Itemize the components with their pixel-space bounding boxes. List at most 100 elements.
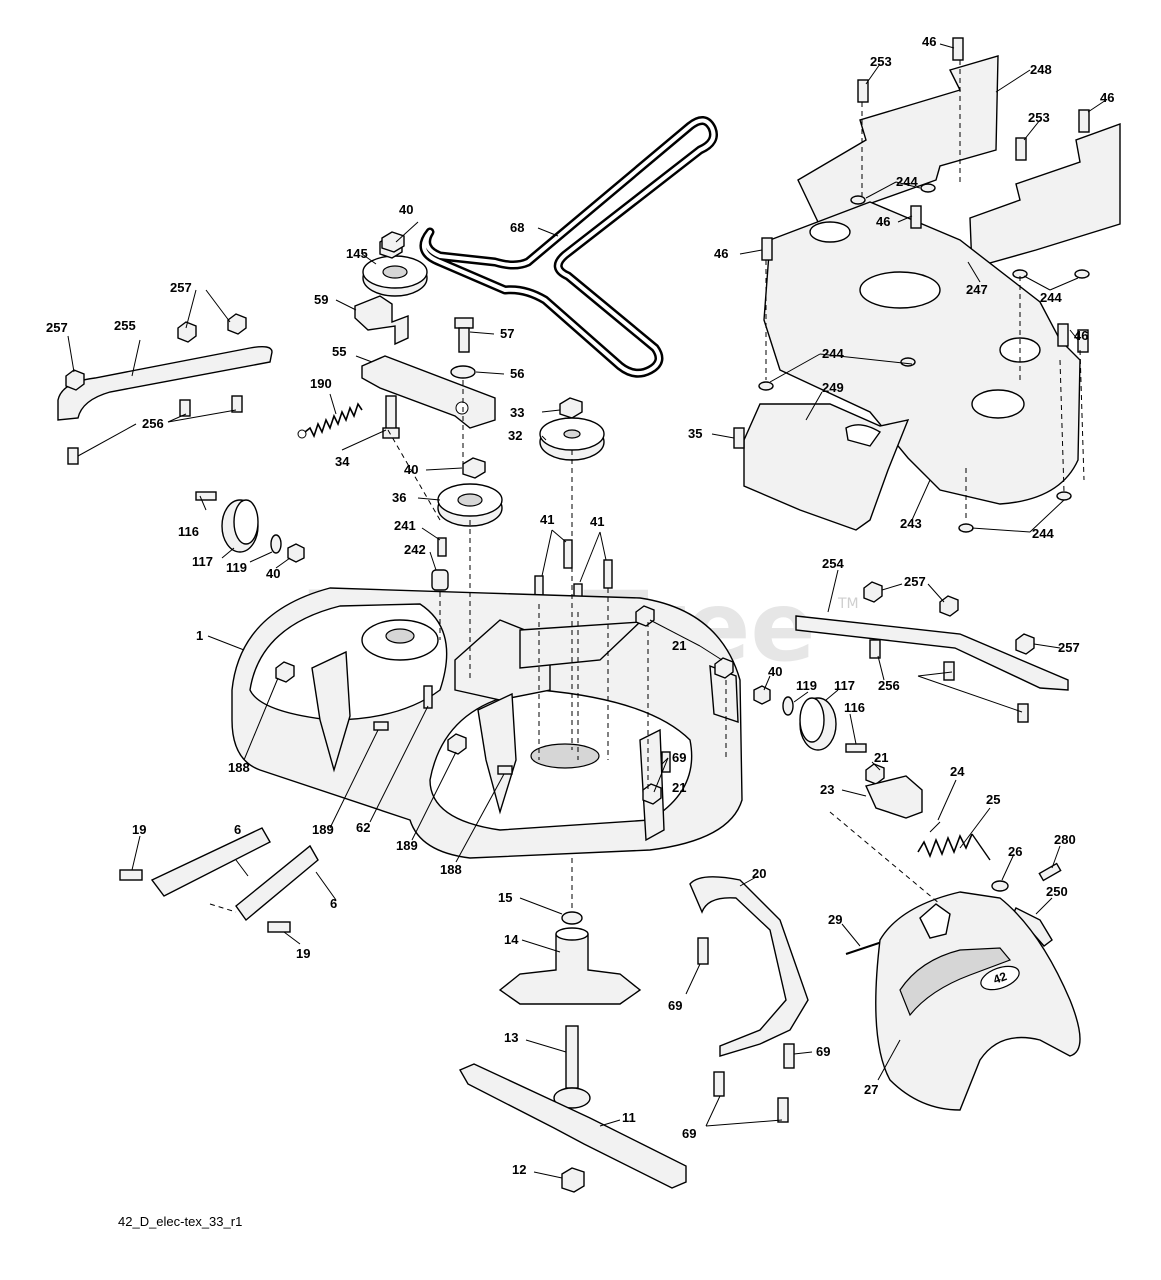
callout-21-top: 21 xyxy=(672,638,686,653)
nut-257-mid xyxy=(177,321,197,343)
callout-257-r-top: 257 xyxy=(904,574,926,589)
callout-145: 145 xyxy=(346,246,368,261)
nut-257-r2 xyxy=(939,595,959,617)
bolt-57 xyxy=(454,317,474,353)
spring-25 xyxy=(917,833,991,861)
callout-25: 25 xyxy=(986,792,1000,807)
callout-40: 40 xyxy=(399,202,413,217)
callout-21-deck: 21 xyxy=(672,780,686,795)
callout-19-lower: 19 xyxy=(296,946,310,961)
callout-23: 23 xyxy=(820,782,834,797)
callout-46-left: 46 xyxy=(714,246,728,261)
callout-250: 250 xyxy=(1046,884,1068,899)
belt-cover-248 xyxy=(797,55,999,223)
callout-32: 32 xyxy=(508,428,522,443)
support-20 xyxy=(689,876,809,1057)
deck-size-text: 42 xyxy=(991,969,1009,987)
nut-257-right xyxy=(227,313,247,335)
cover-249 xyxy=(743,403,910,531)
nut-188-b xyxy=(447,733,467,755)
callout-36: 36 xyxy=(392,490,406,505)
callout-19-upper: 19 xyxy=(132,822,146,837)
callout-46-top: 46 xyxy=(922,34,936,49)
watermark-trademark: TM xyxy=(837,596,859,612)
callout-257-left: 257 xyxy=(46,320,68,335)
mower-deck-1 xyxy=(231,587,743,859)
washer-119-left xyxy=(270,534,282,554)
bracket-6-upper xyxy=(150,827,271,897)
bolt-256-b xyxy=(231,395,243,413)
wheel-117-right xyxy=(799,697,837,751)
callout-256-right: 256 xyxy=(878,678,900,693)
diagram-code: 42_D_elec-tex_33_r1 xyxy=(118,1214,242,1229)
callout-116-right: 116 xyxy=(844,700,865,715)
callout-41-left: 41 xyxy=(540,512,554,527)
callout-119-left: 119 xyxy=(226,560,247,575)
pulley-32 xyxy=(539,417,605,461)
bolt-256-r3 xyxy=(1017,703,1029,723)
callout-254: 254 xyxy=(822,556,844,571)
nut-21-a xyxy=(635,605,655,627)
bolt-69-a xyxy=(697,937,709,965)
nut-188-a xyxy=(275,661,295,683)
callout-40-center: 40 xyxy=(404,462,418,477)
callout-244-right: 244 xyxy=(1040,290,1062,305)
callout-243: 243 xyxy=(900,516,922,531)
callout-24: 24 xyxy=(950,764,965,779)
drive-belt xyxy=(419,116,718,378)
callout-257-r-right: 257 xyxy=(1058,640,1080,655)
washer-244-e xyxy=(1056,491,1072,501)
callout-68: 68 xyxy=(510,220,524,235)
callout-256-left: 256 xyxy=(142,416,164,431)
washer-244-c xyxy=(900,357,916,367)
callout-117-right: 117 xyxy=(834,678,855,693)
bolt-253-a xyxy=(857,79,869,103)
nut-40-right xyxy=(753,685,771,705)
bracket-6-lower xyxy=(235,844,319,922)
bolt-46-c xyxy=(910,205,922,229)
bracket-23 xyxy=(865,775,923,819)
callout-11: 11 xyxy=(622,1110,636,1125)
callout-6-upper: 6 xyxy=(234,822,241,837)
bolt-46-a xyxy=(952,37,964,61)
bolt-116-right xyxy=(845,743,867,753)
nut-40-left xyxy=(287,543,305,563)
callout-46-center: 46 xyxy=(876,214,890,229)
callout-119-right: 119 xyxy=(796,678,817,693)
callout-257-bar: 257 xyxy=(170,280,192,295)
callout-242: 242 xyxy=(404,542,426,557)
callout-69-bottom: 69 xyxy=(682,1126,696,1141)
nut-40-top xyxy=(381,231,405,253)
nut-257-r1 xyxy=(863,581,883,603)
callout-46-low: 46 xyxy=(1074,328,1088,343)
washer-244-d xyxy=(758,381,774,391)
callout-46-right: 46 xyxy=(1100,90,1114,105)
bolt-46-d xyxy=(761,237,773,261)
washer-26 xyxy=(991,880,1009,892)
spindle-shaft-13 xyxy=(553,1025,591,1109)
bolt-189-b xyxy=(497,765,513,775)
callout-188-left: 188 xyxy=(228,760,250,775)
callout-244-top: 244 xyxy=(896,174,918,189)
callout-247: 247 xyxy=(966,282,988,297)
callout-35: 35 xyxy=(688,426,702,441)
callout-12: 12 xyxy=(512,1162,526,1177)
nut-257-r3 xyxy=(1015,633,1035,655)
callout-255: 255 xyxy=(114,318,136,333)
bracket-59 xyxy=(354,295,409,346)
bolt-116-left xyxy=(195,491,217,501)
bolt-35 xyxy=(733,427,745,449)
callout-69-support: 69 xyxy=(668,998,682,1013)
callout-labels: 40 145 59 55 57 56 33 32 68 190 34 40 36… xyxy=(46,34,1114,1177)
callout-69-right: 69 xyxy=(816,1044,830,1059)
callout-190: 190 xyxy=(310,376,332,391)
callout-244-bottom: 244 xyxy=(1032,526,1054,541)
callout-41-right: 41 xyxy=(590,514,604,529)
callout-188-right: 188 xyxy=(440,862,462,877)
callout-62: 62 xyxy=(356,820,370,835)
callout-244-mid: 244 xyxy=(822,346,844,361)
washer-15 xyxy=(561,911,583,925)
nut-33 xyxy=(559,397,583,419)
bolt-62 xyxy=(423,685,433,709)
rear-bar-254 xyxy=(795,615,1069,691)
